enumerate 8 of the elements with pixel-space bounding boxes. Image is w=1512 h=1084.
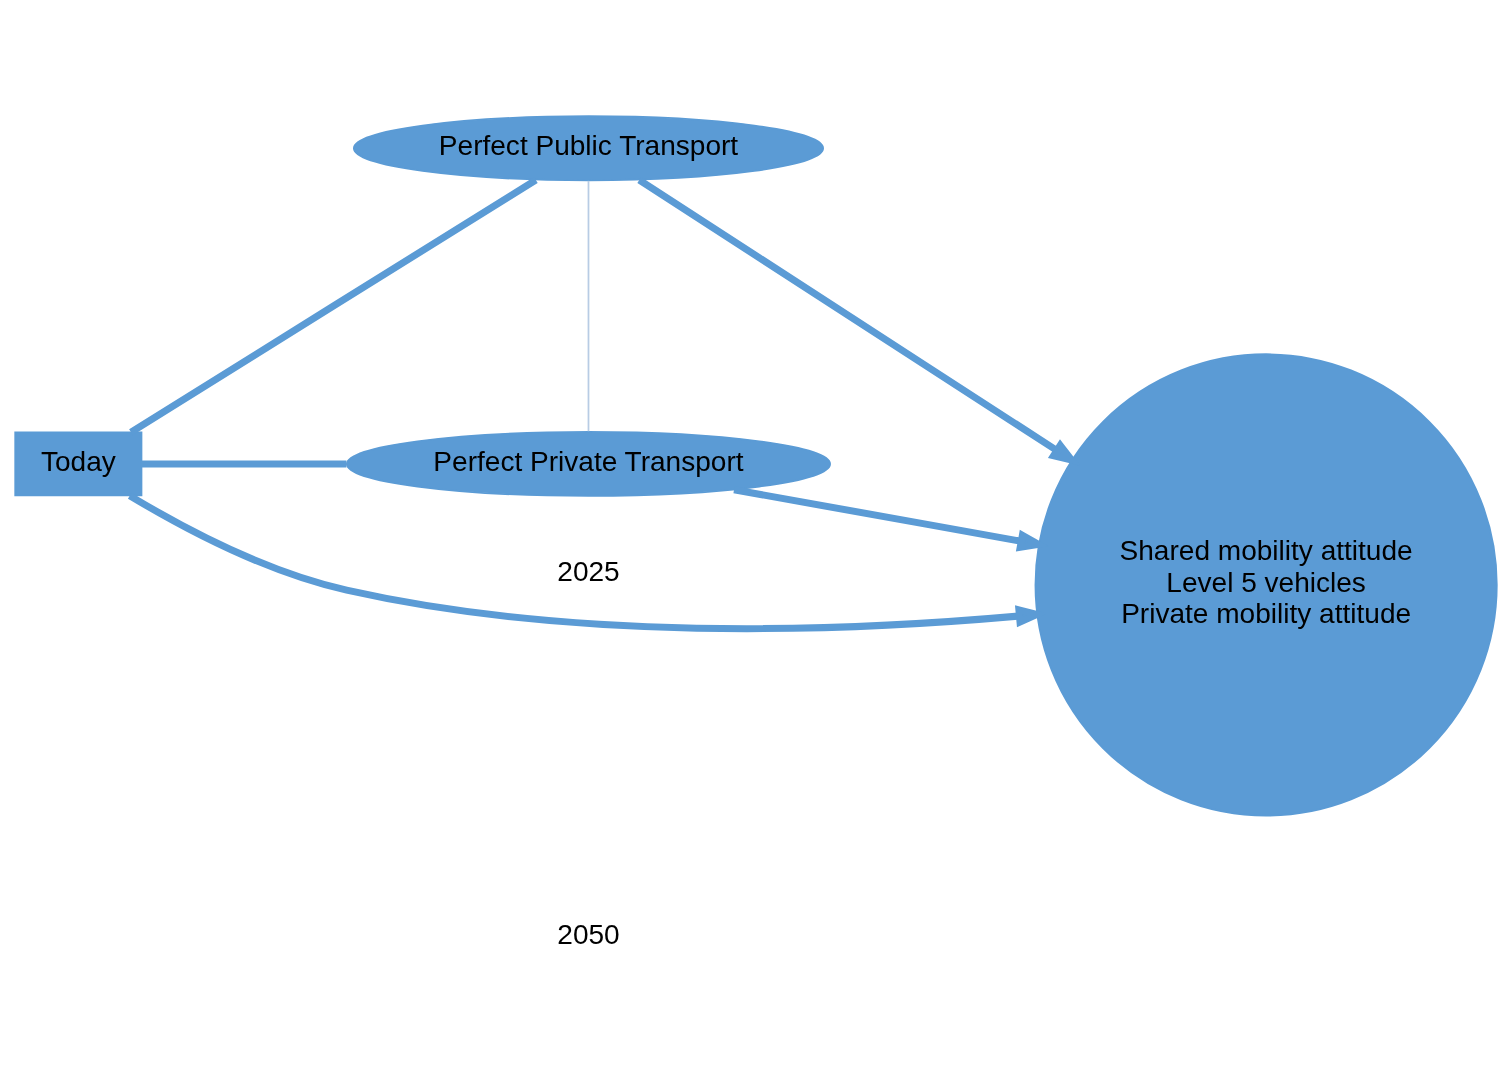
node-box: Today [14, 430, 143, 496]
edge-label: 2025 [557, 555, 620, 587]
connector [587, 179, 590, 432]
node-circle: Shared mobility attitude Level 5 vehicles Private mobility attitude [1034, 352, 1498, 816]
node-ellipse: Perfect Public Transport [353, 114, 824, 181]
connector [141, 459, 347, 467]
label: 2050 [557, 918, 620, 950]
node-ellipse: Perfect Private Transport [346, 430, 831, 497]
